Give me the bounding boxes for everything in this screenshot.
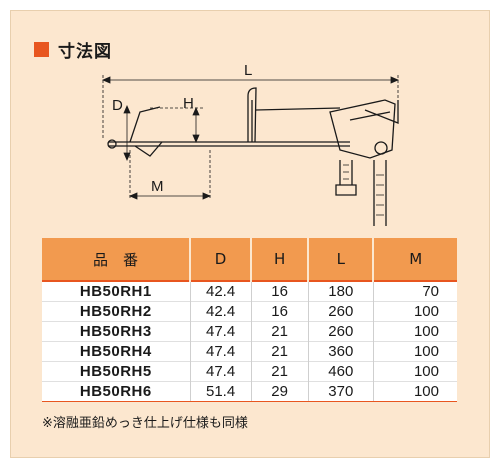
cell-name: HB50RH6 (42, 381, 191, 402)
cell-h: 29 (250, 381, 309, 402)
cell-d: 42.4 (189, 280, 252, 302)
col-header-d: D (189, 238, 252, 281)
cell-d: 47.4 (189, 361, 252, 382)
cell-m: 70 (372, 280, 457, 302)
cell-l: 370 (307, 381, 374, 402)
cell-m: 100 (372, 301, 457, 322)
cell-l: 460 (307, 361, 374, 382)
section-heading: 寸法図 (34, 37, 112, 62)
dim-label-M: M (151, 178, 164, 195)
section-title: 寸法図 (58, 42, 112, 62)
hanger-bolt-figure (107, 87, 399, 226)
cell-d: 47.4 (189, 321, 252, 342)
cell-l: 360 (307, 341, 374, 362)
cell-h: 21 (250, 321, 309, 342)
cell-d: 51.4 (189, 381, 252, 402)
dimension-lines (101, 75, 400, 200)
cell-m: 100 (372, 341, 457, 362)
cell-name: HB50RH4 (42, 341, 191, 362)
col-header-name: 品 番 (42, 238, 191, 281)
table-row: HB50RH2 42.4 16 260 100 (42, 301, 457, 322)
table-row: HB50RH4 47.4 21 360 100 (42, 341, 457, 362)
col-header-h: H (250, 238, 309, 281)
cell-h: 16 (250, 280, 309, 302)
col-header-l: L (307, 238, 374, 281)
dimension-drawing: L D H M (101, 62, 400, 226)
table-row: HB50RH6 51.4 29 370 100 (42, 381, 457, 402)
table-row: HB50RH1 42.4 16 180 70 (42, 280, 457, 302)
cell-h: 21 (250, 361, 309, 382)
cell-h: 16 (250, 301, 309, 322)
cell-l: 180 (307, 280, 374, 302)
dim-label-L: L (244, 62, 252, 79)
cell-m: 100 (372, 321, 457, 342)
heading-marker-icon (34, 42, 49, 57)
cell-d: 42.4 (189, 301, 252, 322)
footnote: ※溶融亜鉛めっき仕上げ仕様も同様 (42, 416, 248, 431)
cell-d: 47.4 (189, 341, 252, 362)
cell-m: 100 (372, 361, 457, 382)
dim-label-H: H (183, 95, 194, 112)
cell-h: 21 (250, 341, 309, 362)
cell-l: 260 (307, 321, 374, 342)
table-header-row: 品 番 D H L M (42, 238, 457, 281)
spec-table: 品 番 D H L M HB50RH1 42.4 16 180 70 HB50R… (42, 238, 457, 402)
cell-name: HB50RH2 (42, 301, 191, 322)
cell-name: HB50RH1 (42, 280, 191, 302)
col-header-m: M (372, 238, 457, 281)
cell-name: HB50RH3 (42, 321, 191, 342)
cell-m: 100 (372, 381, 457, 402)
table-row: HB50RH5 47.4 21 460 100 (42, 361, 457, 382)
cell-name: HB50RH5 (42, 361, 191, 382)
dim-label-D: D (112, 97, 123, 114)
table-row: HB50RH3 47.4 21 260 100 (42, 321, 457, 342)
cell-l: 260 (307, 301, 374, 322)
